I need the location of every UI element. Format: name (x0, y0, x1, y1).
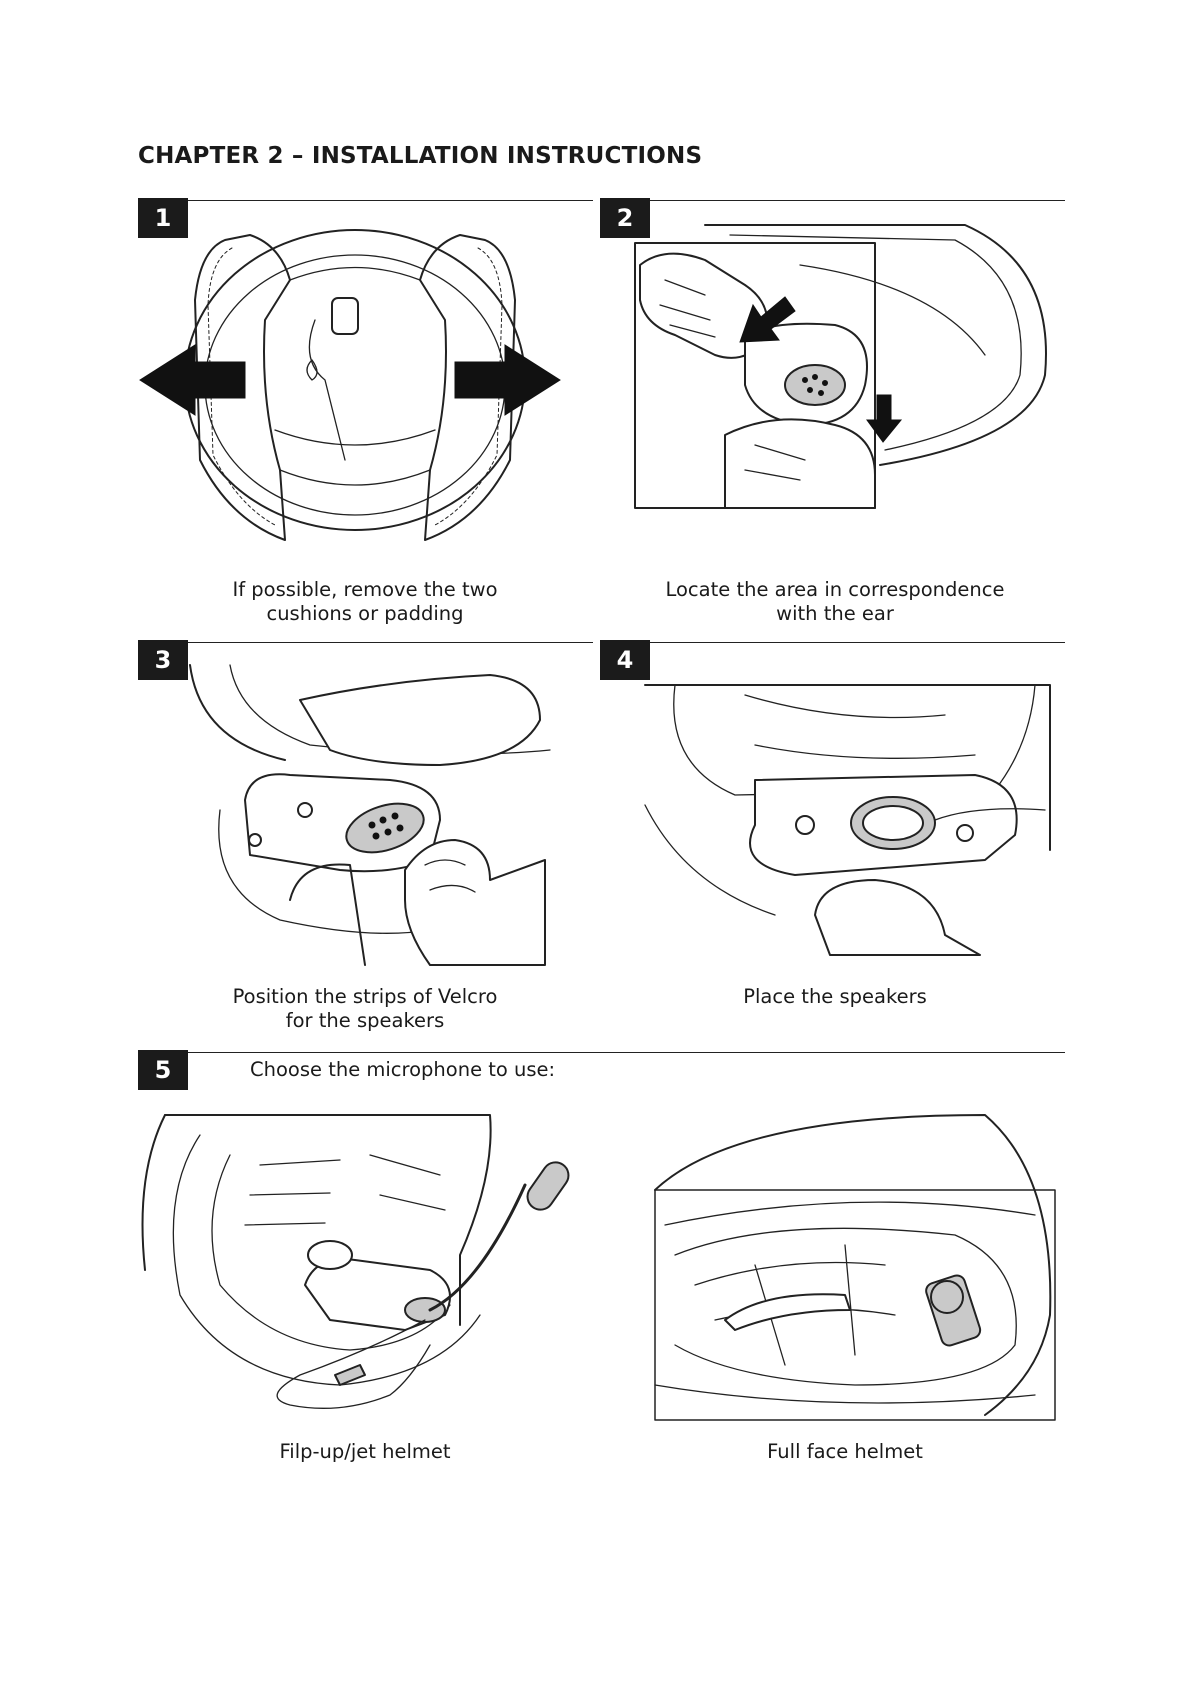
speaker-mesh (785, 365, 845, 405)
velcro-dot-4 (374, 834, 379, 839)
chin-strap (290, 864, 365, 965)
step-1-caption-line1: If possible, remove the two (190, 578, 540, 602)
push-arrow-down (867, 395, 901, 442)
shell-left-edge (143, 1115, 166, 1270)
liner-padding (745, 695, 975, 758)
step-1-divider (188, 200, 593, 201)
mesh-dot-4 (808, 388, 812, 392)
right-arrow (455, 345, 560, 415)
chapter-title: CHAPTER 2 – INSTALLATION INSTRUCTIONS (138, 143, 702, 169)
mic-capsule (931, 1281, 963, 1313)
mic-foam-head (522, 1157, 573, 1215)
inner-liner-mid (275, 430, 435, 445)
velcro-dot-3 (393, 814, 398, 819)
helmet-rim (190, 665, 285, 760)
velcro-dot-1 (370, 823, 375, 828)
step-5-divider (188, 1052, 1065, 1053)
speaker-inner (863, 806, 923, 840)
velcro-dot-2 (381, 818, 386, 823)
mesh-dot-5 (819, 391, 823, 395)
step-4-caption: Place the speakers (645, 985, 1025, 1009)
liner-ribs (245, 1155, 445, 1225)
step-2-caption-line1: Locate the area in correspondence (645, 578, 1025, 602)
step-1-illustration (140, 220, 560, 560)
helmet-lower-rim (655, 1385, 1035, 1403)
step-3-caption-line1: Position the strips of Velcro (190, 985, 540, 1009)
cable-loop (277, 1320, 430, 1408)
full-face-helmet-label: Full face helmet (655, 1440, 1035, 1464)
inner-liner-low (280, 470, 430, 485)
velcro-dot-5 (386, 830, 391, 835)
flip-up-jet-helmet-illustration (140, 1115, 600, 1415)
step-5-intro: Choose the microphone to use: (250, 1058, 555, 1082)
chin-strap-buckle (332, 298, 358, 334)
velcro-dot-6 (398, 826, 403, 831)
step-3-number: 3 (138, 640, 188, 680)
chin-strap (815, 880, 980, 955)
step-3-divider (188, 642, 593, 643)
step-2-divider (650, 200, 1065, 201)
helmet-shell (655, 1115, 1050, 1415)
step-4-divider (650, 642, 1065, 643)
step-2-illustration (635, 225, 1055, 510)
mesh-dot-3 (823, 381, 827, 385)
strap (725, 1294, 850, 1330)
step-2-caption-line2: with the ear (645, 602, 1025, 626)
step-5-number: 5 (138, 1050, 188, 1090)
step-2-caption: Locate the area in correspondence with t… (645, 578, 1025, 626)
right-hand (725, 419, 875, 508)
mesh-dot-2 (813, 375, 817, 379)
full-face-helmet-illustration (655, 1115, 1060, 1420)
step-4-number: 4 (600, 640, 650, 680)
cheek-pad (300, 675, 540, 765)
flip-up-jet-helmet-label: Filp-up/jet helmet (190, 1440, 540, 1464)
visor-edge (665, 1202, 1035, 1225)
step-3-caption-line2: for the speakers (190, 1009, 540, 1033)
mic-clip (308, 1241, 352, 1269)
chin-strap (309, 320, 345, 460)
step-1-caption: If possible, remove the two cushions or … (190, 578, 540, 626)
step-3-illustration (190, 660, 570, 965)
step-1-caption-line2: cushions or padding (190, 602, 540, 626)
step-4-illustration (645, 685, 1055, 960)
step-4-caption-line1: Place the speakers (645, 985, 1025, 1009)
hand (405, 840, 545, 965)
inner-liner-top (290, 268, 420, 281)
speaker-pad (405, 1298, 445, 1322)
left-arrow (140, 345, 245, 415)
mesh-dot-1 (803, 378, 807, 382)
step-3-caption: Position the strips of Velcro for the sp… (190, 985, 540, 1033)
